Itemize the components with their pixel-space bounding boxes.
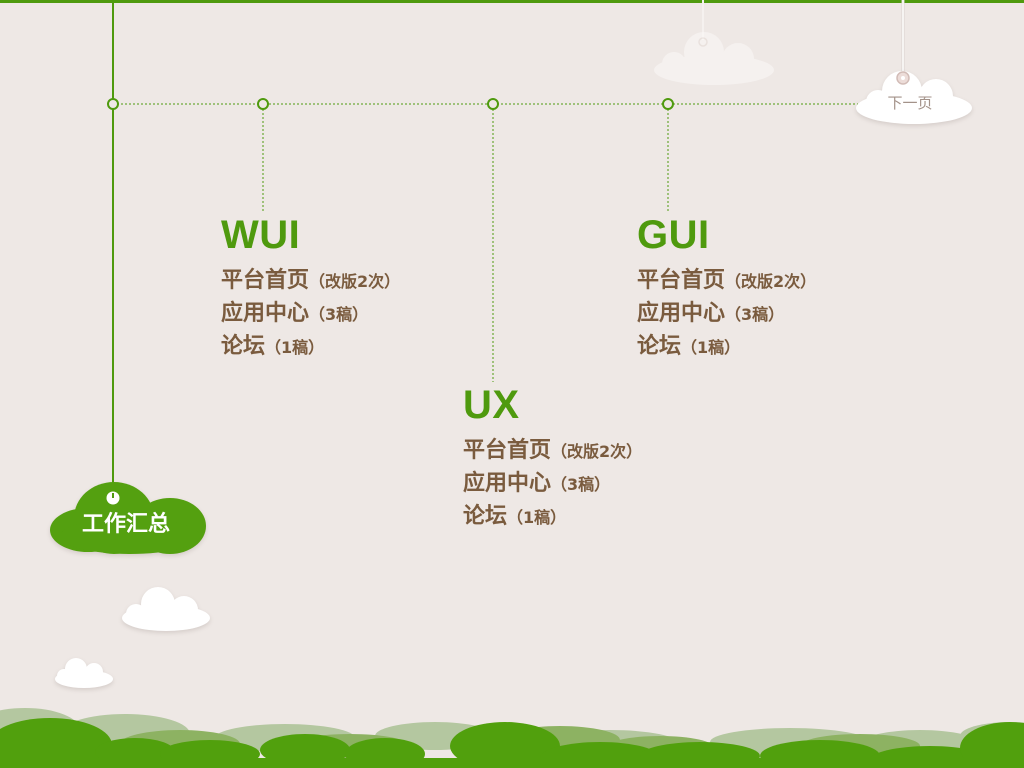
item-note: （改版2次） (309, 272, 401, 291)
pin-icon (106, 491, 120, 505)
list-item: 论坛（1稿） (637, 330, 816, 363)
section-wui: WUI 平台首页（改版2次） 应用中心（3稿） 论坛（1稿） (221, 212, 400, 363)
faded-cloud (650, 26, 778, 88)
item-name: 平台首页 (637, 268, 726, 293)
timeline-node (107, 98, 119, 110)
item-name: 平台首页 (463, 438, 552, 463)
item-name: 论坛 (221, 334, 266, 359)
item-name: 应用中心 (221, 301, 310, 326)
item-name: 论坛 (463, 504, 508, 529)
list-item: 应用中心（3稿） (637, 297, 816, 330)
list-item: 应用中心（3稿） (221, 297, 400, 330)
item-note: （改版2次） (725, 272, 817, 291)
list-item: 平台首页（改版2次） (637, 264, 816, 297)
list-item: 平台首页（改版2次） (221, 264, 400, 297)
decor-cloud-small (52, 654, 116, 690)
section-title: UX (463, 383, 520, 427)
timeline-node-gui (662, 98, 674, 110)
list-item: 应用中心（3稿） (463, 467, 642, 500)
item-note: （1稿） (681, 338, 741, 357)
section-list: 平台首页（改版2次） 应用中心（3稿） 论坛（1稿） (221, 264, 400, 363)
section-gui: GUI 平台首页（改版2次） 应用中心（3稿） 论坛（1稿） (637, 212, 816, 363)
item-name: 应用中心 (637, 301, 726, 326)
item-note: （1稿） (507, 508, 567, 527)
next-page-label[interactable]: 下一页 (887, 94, 933, 112)
topic-badge: 工作汇总 (48, 478, 208, 558)
item-name: 应用中心 (463, 471, 552, 496)
list-item: 论坛（1稿） (221, 330, 400, 363)
timeline-node-ux (487, 98, 499, 110)
item-note: （1稿） (265, 338, 325, 357)
section-ux: UX 平台首页（改版2次） 应用中心（3稿） 论坛（1稿） (463, 382, 642, 533)
item-note: （3稿） (309, 305, 369, 324)
timeline-node-wui (257, 98, 269, 110)
section-list: 平台首页（改版2次） 应用中心（3稿） 论坛（1稿） (463, 434, 642, 533)
section-list: 平台首页（改版2次） 应用中心（3稿） 论坛（1稿） (637, 264, 816, 363)
hanger-ring-icon (698, 37, 708, 47)
topic-title: 工作汇总 (81, 512, 170, 537)
section-title: WUI (221, 213, 301, 257)
list-item: 论坛（1稿） (463, 500, 642, 533)
item-name: 平台首页 (221, 268, 310, 293)
list-item: 平台首页（改版2次） (463, 434, 642, 467)
item-note: （3稿） (551, 475, 611, 494)
next-page-button[interactable]: 下一页 (852, 64, 976, 128)
top-border (0, 0, 1024, 3)
item-note: （3稿） (725, 305, 785, 324)
hills-front (0, 718, 1024, 768)
decor-cloud (118, 582, 214, 634)
section-title: GUI (637, 213, 710, 257)
item-name: 论坛 (637, 334, 682, 359)
hills-decoration (0, 708, 1024, 768)
item-note: （改版2次） (551, 442, 643, 461)
hanger-ring-icon (896, 71, 910, 85)
